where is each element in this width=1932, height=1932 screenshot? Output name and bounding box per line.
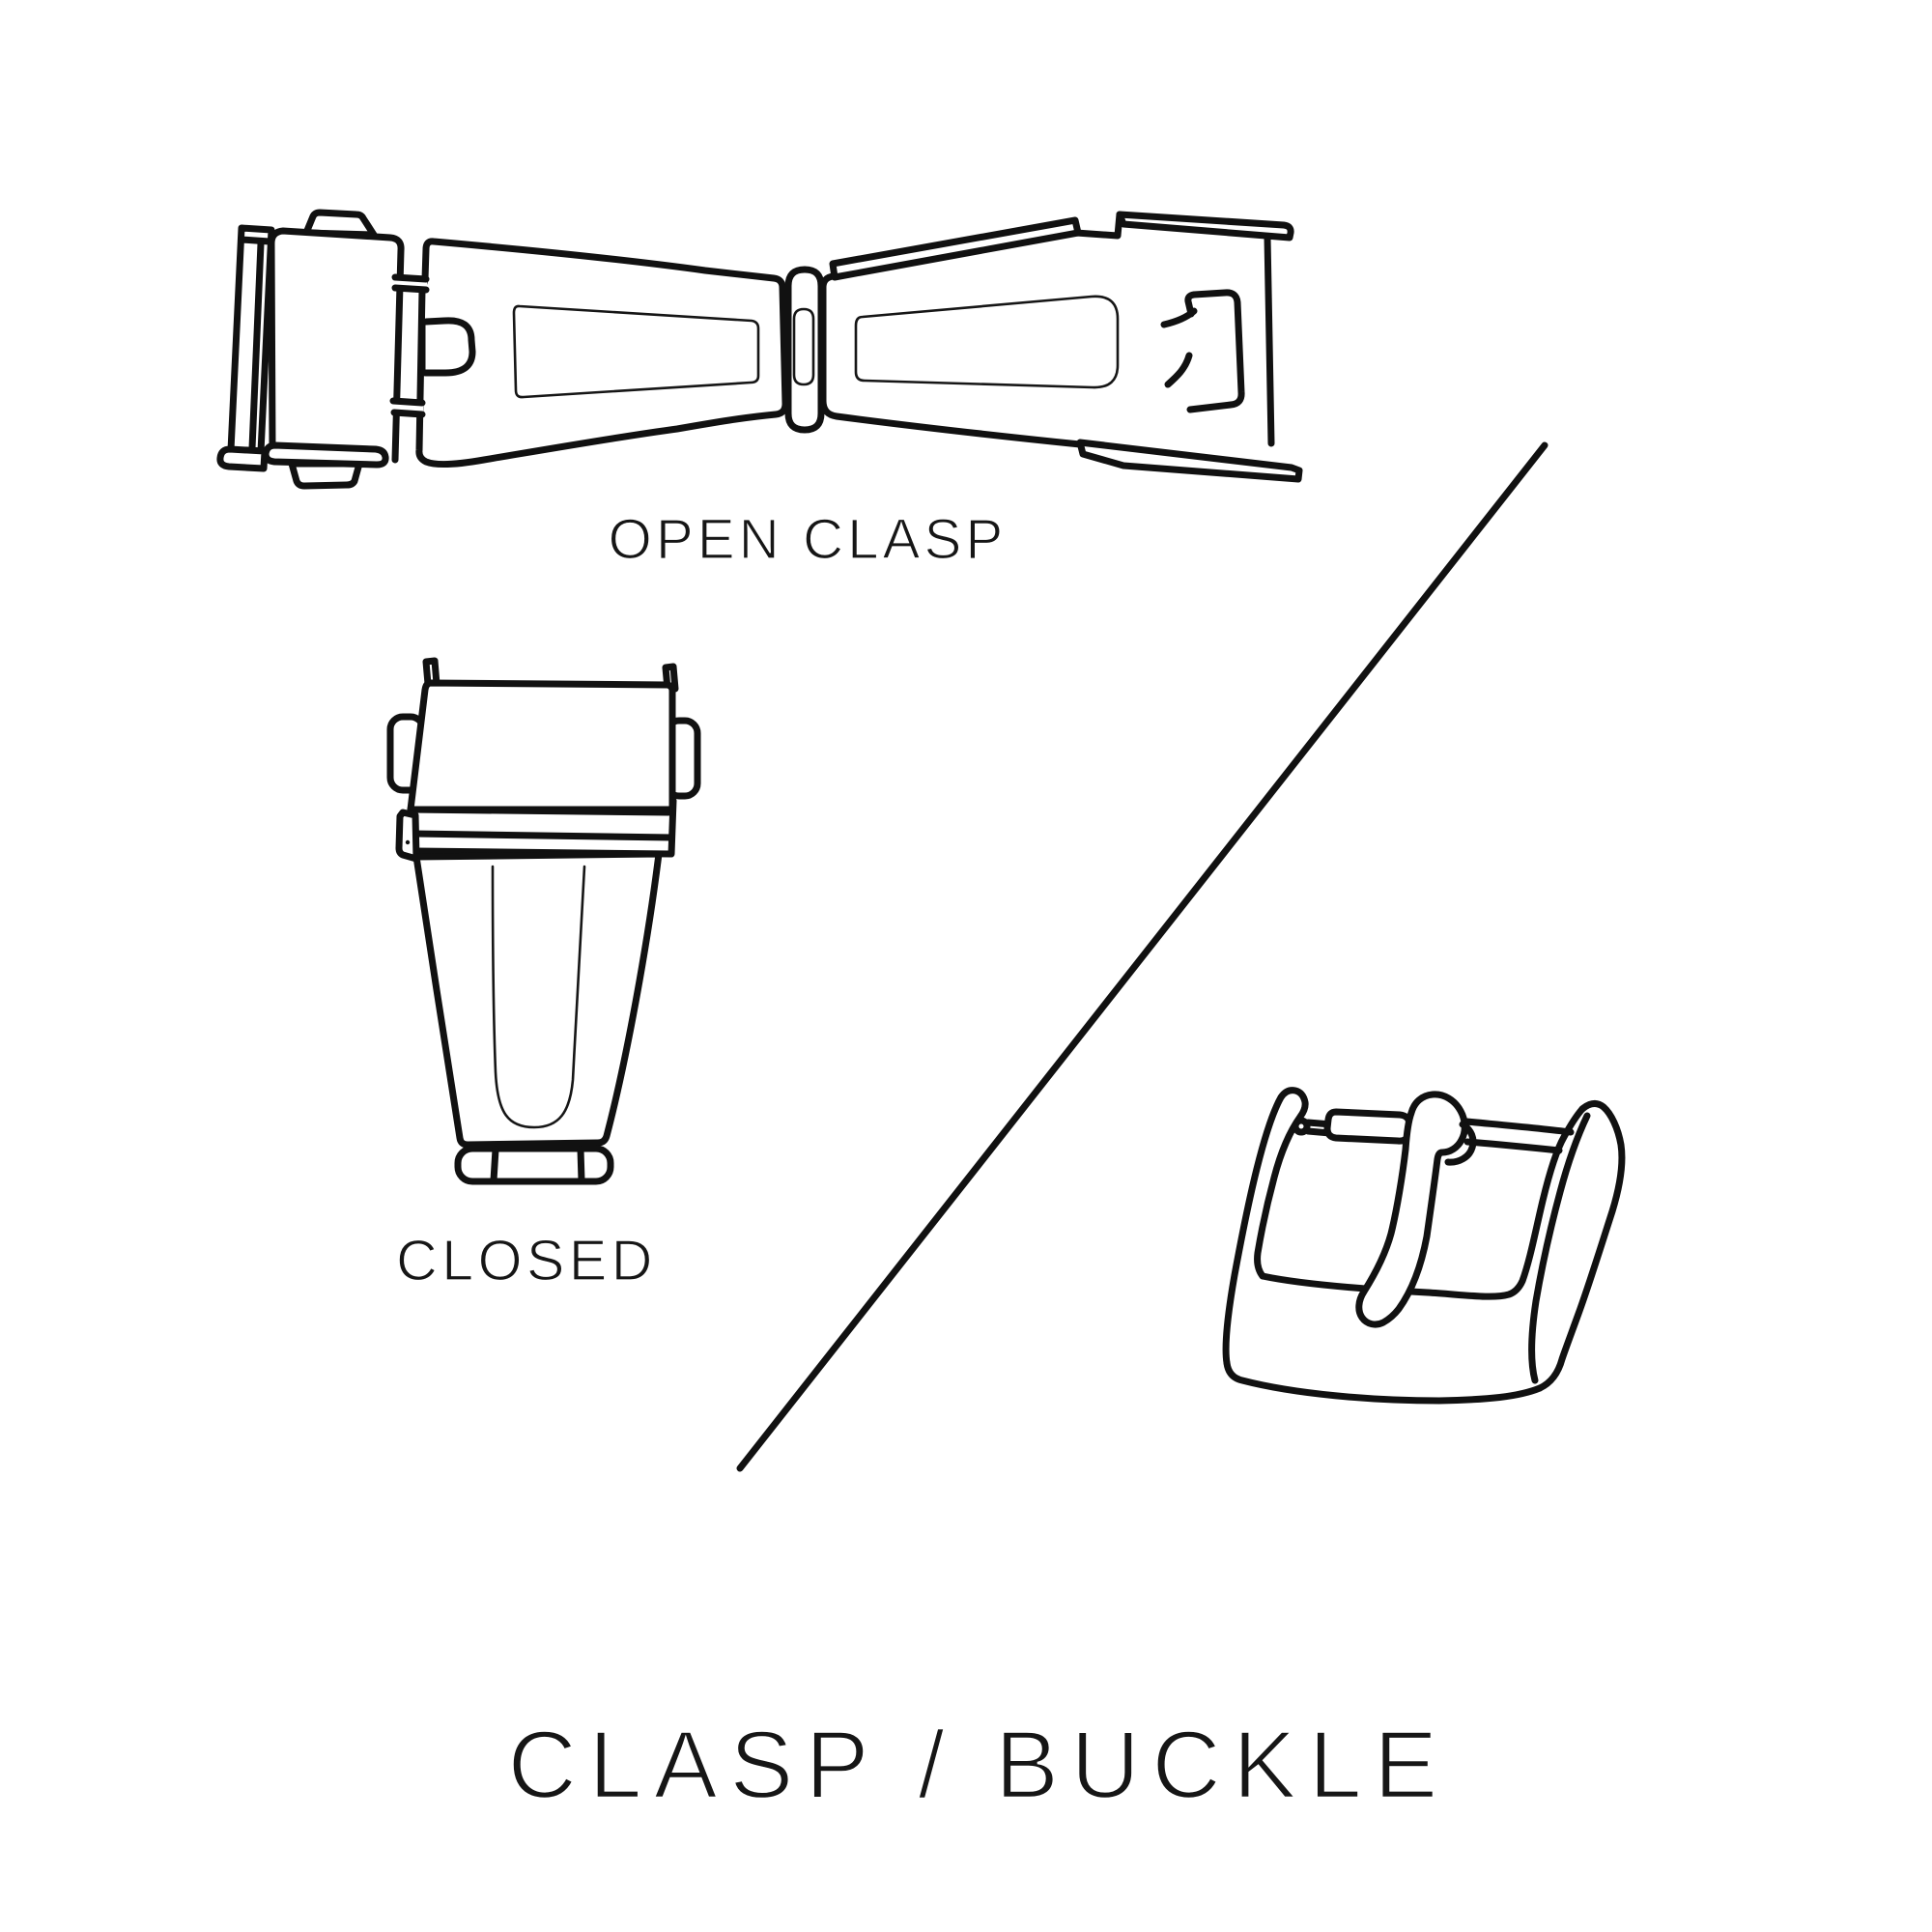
svg-text:OPEN CLASP: OPEN CLASP — [609, 508, 1008, 571]
svg-text:CLOSED: CLOSED — [396, 1229, 657, 1293]
svg-text:CLASP / BUCKLE: CLASP / BUCKLE — [507, 1711, 1449, 1818]
